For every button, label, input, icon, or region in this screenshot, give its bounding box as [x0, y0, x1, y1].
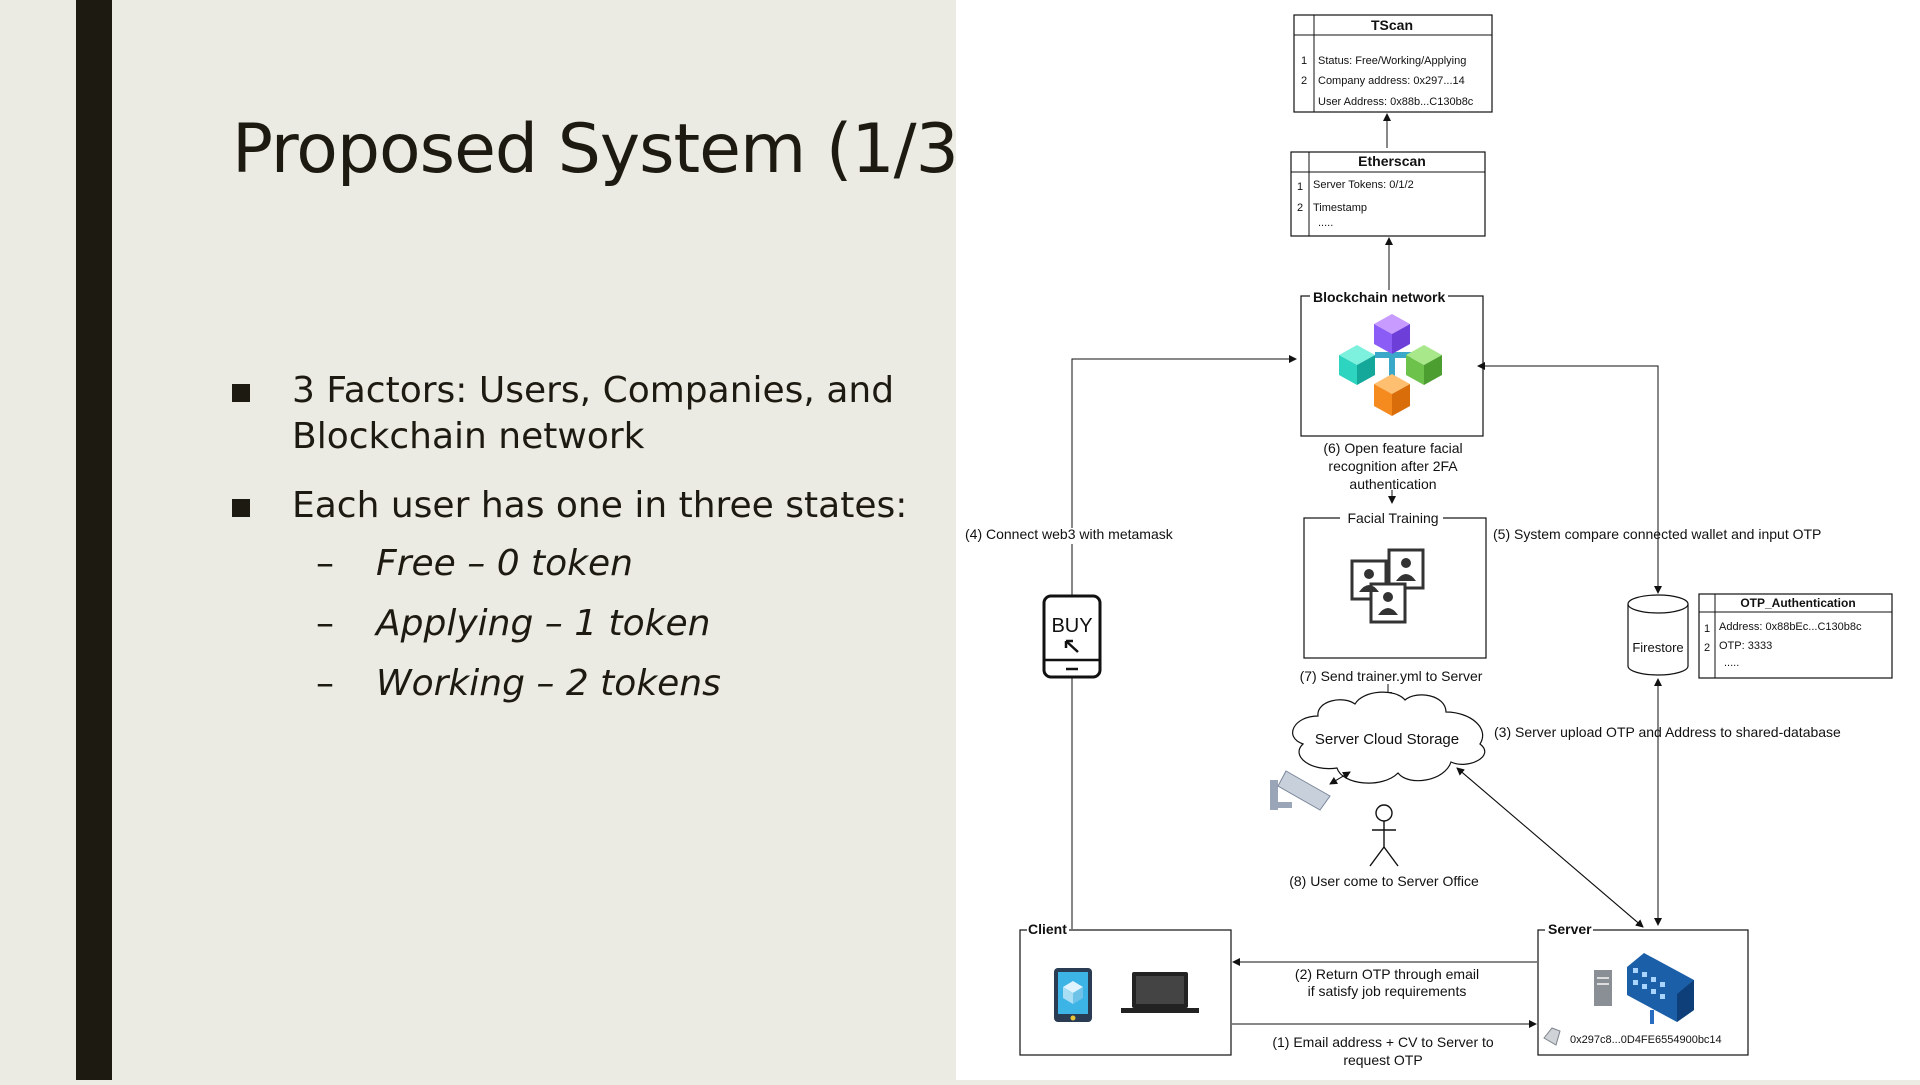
bullet-text: Each user has one in three states:: [292, 485, 908, 526]
system-compare-label: (5) System compare connected wallet and …: [1493, 526, 1821, 542]
mobile-app-icon: [1054, 968, 1092, 1022]
tscan-row: User Address: 0x88b...C130b8c: [1318, 96, 1474, 108]
server-address: 0x297c8...0D4FE6554900bc14: [1570, 1034, 1722, 1046]
cloud-storage-label: Server Cloud Storage: [1315, 731, 1459, 748]
otp-table-row: Address: 0x88bEc...C130b8c: [1719, 621, 1862, 633]
open-feature-label-line3: authentication: [1349, 476, 1436, 492]
email-cv-label-line1: (1) Email address + CV to Server to: [1272, 1034, 1494, 1050]
svg-text:1: 1: [1297, 181, 1303, 193]
tscan-table: TScan 1 Status: Free/Working/Applying 2 …: [1293, 14, 1493, 113]
svg-text:2: 2: [1704, 642, 1710, 654]
bullet-square-icon: [232, 499, 250, 517]
connect-web3-label: (4) Connect web3 with metamask: [965, 526, 1174, 542]
server-title: Server: [1548, 921, 1592, 937]
open-feature-label-line1: (6) Open feature facial: [1323, 440, 1462, 456]
company-building-icon: [1627, 953, 1694, 1024]
client-box: Client: [1019, 921, 1232, 1056]
svg-text:2: 2: [1301, 75, 1307, 87]
architecture-diagram: TScan 1 Status: Free/Working/Applying 2 …: [956, 0, 1920, 1080]
laptop-icon: [1121, 972, 1199, 1013]
otp-authentication-table: OTP_Authentication 1 Address: 0x88bEc...…: [1698, 593, 1893, 679]
etherscan-table: Etherscan 1 Server Tokens: 0/1/2 2 Times…: [1290, 151, 1486, 237]
face-photos-icon: [1350, 548, 1425, 624]
user-person-icon: [1369, 804, 1399, 867]
etherscan-row: Timestamp: [1313, 202, 1367, 214]
send-trainer-label: (7) Send trainer.yml to Server: [1300, 668, 1483, 684]
security-camera-icon: [1270, 770, 1351, 811]
etherscan-row: .....: [1318, 217, 1333, 229]
tscan-row: Status: Free/Working/Applying: [1318, 55, 1466, 67]
blockchain-network-box: Blockchain network: [1300, 289, 1484, 437]
user-office-label: (8) User come to Server Office: [1289, 873, 1479, 889]
return-otp-label-line2: if satisfy job requirements: [1308, 983, 1467, 999]
blockchain-title: Blockchain network: [1313, 289, 1445, 305]
etherscan-row: Server Tokens: 0/1/2: [1313, 179, 1414, 191]
bullet-text: 3 Factors: Users, Companies, and Blockch…: [292, 370, 895, 457]
otp-table-title: OTP_Authentication: [1740, 596, 1855, 610]
server-cloud-storage: Server Cloud Storage: [1292, 691, 1486, 784]
svg-text:1: 1: [1301, 55, 1307, 67]
otp-table-row: OTP: 3333: [1719, 640, 1772, 652]
etherscan-title: Etherscan: [1358, 153, 1426, 169]
buy-phone-icon: BUY: [1042, 594, 1102, 679]
return-otp-label-line1: (2) Return OTP through email: [1295, 966, 1479, 982]
server-box: Server 0x297c8...0D4FE6554900bc14: [1537, 921, 1749, 1056]
facial-training-box: Facial Training: [1303, 510, 1487, 659]
svg-text:1: 1: [1704, 623, 1710, 635]
tag-icon: [1543, 1027, 1561, 1046]
left-accent-bar: [76, 0, 112, 1080]
server-upload-label: (3) Server upload OTP and Address to sha…: [1494, 724, 1841, 740]
open-feature-label-line2: recognition after 2FA: [1328, 458, 1458, 474]
svg-text:2: 2: [1297, 202, 1303, 214]
tscan-title: TScan: [1371, 17, 1413, 33]
slide-text-panel: [0, 0, 956, 1080]
slide-title: Proposed System (1/3): [232, 110, 984, 189]
email-cv-label-line2: request OTP: [1343, 1052, 1422, 1068]
tscan-row: Company address: 0x297...14: [1318, 75, 1465, 87]
facial-training-title: Facial Training: [1347, 510, 1438, 526]
bullet-factors: 3 Factors: Users, Companies, and Blockch…: [232, 368, 932, 460]
bullet-states: Each user has one in three states:: [232, 483, 1032, 529]
firestore-database-icon: Firestore: [1627, 594, 1689, 676]
diagram-svg: TScan 1 Status: Free/Working/Applying 2 …: [964, 14, 1893, 1068]
otp-table-row: .....: [1724, 657, 1739, 669]
client-title: Client: [1028, 921, 1067, 937]
server-tower-icon: [1594, 970, 1612, 1006]
firestore-label: Firestore: [1632, 640, 1683, 655]
bullet-square-icon: [232, 384, 250, 402]
buy-label: BUY: [1051, 615, 1092, 637]
blockchain-cubes-icon: [1339, 314, 1442, 416]
